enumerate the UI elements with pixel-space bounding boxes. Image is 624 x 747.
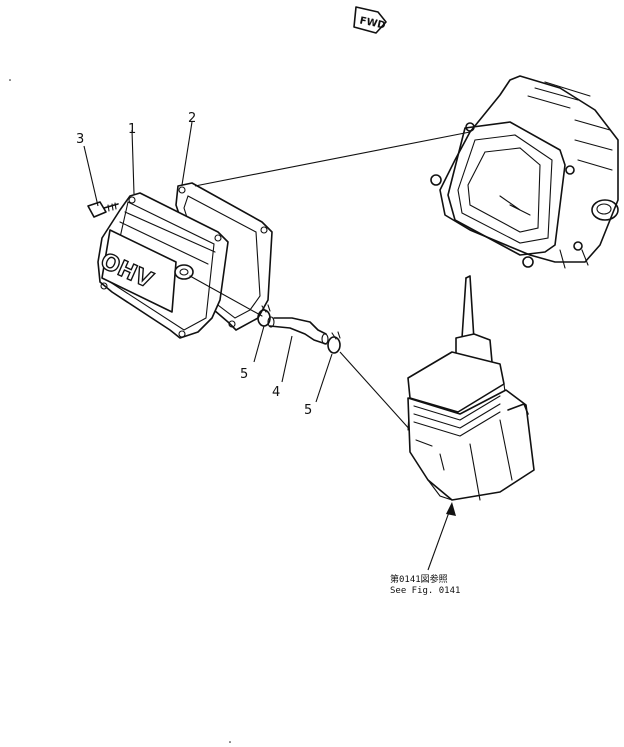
reference-note-jp: 第0141図参照: [390, 573, 448, 585]
forward-arrow-icon: [353, 6, 387, 34]
callout-3: 3: [76, 132, 84, 147]
valve-cover-part-1: OHV: [96, 192, 263, 339]
callout-5-right: 5: [304, 403, 312, 418]
callout-4: 4: [272, 385, 280, 400]
callout-2: 2: [188, 111, 196, 126]
bolt-part-3: [87, 201, 119, 218]
fwd-label: FWD: [359, 15, 387, 31]
reference-note-en: See Fig. 0141: [390, 586, 460, 596]
reference-arrow: [427, 502, 456, 571]
cylinder-head: [430, 75, 619, 269]
clamp-part-5-right: [327, 331, 341, 354]
callout-5-left: 5: [240, 367, 248, 382]
air-cleaner-assembly: [407, 275, 535, 501]
fwd-marker: FWD: [353, 6, 387, 34]
callout-1: 1: [128, 122, 136, 137]
breather-hose-part-4: [267, 316, 329, 345]
